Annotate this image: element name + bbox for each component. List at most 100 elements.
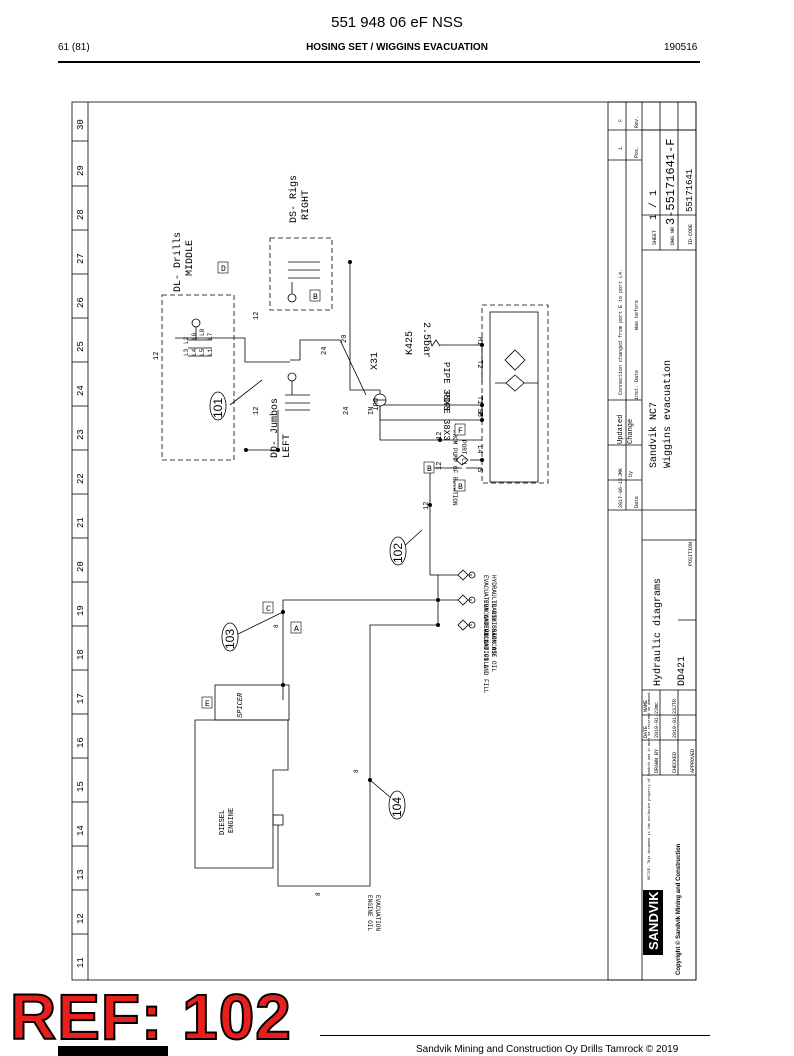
ruler-number: 24 — [76, 385, 86, 396]
hose-size-label: 12 — [153, 352, 161, 360]
dl-drills-box — [161, 294, 235, 461]
trans-oil-label: TRANSMISSION OIL — [490, 600, 497, 658]
ruler-number: 20 — [76, 561, 86, 572]
port-l4-label: L4 — [475, 445, 483, 453]
hose-size-label: 12 — [253, 407, 261, 415]
ruler-number: 11 — [76, 957, 86, 968]
document-date: 190516 — [664, 42, 698, 53]
hose-size-label: 24 — [343, 407, 351, 415]
pos-head: Pos. — [634, 146, 640, 158]
tag-b: B — [427, 465, 432, 474]
engine-oil-evac-label: EVACUATION — [374, 895, 381, 931]
port-label: L8 — [199, 328, 206, 336]
hose-size-label: 8 — [353, 769, 360, 773]
hose-size-label: 12 — [436, 432, 444, 440]
port-t2-label: T2 — [475, 360, 483, 368]
id-code: 55171641 — [685, 169, 695, 212]
diesel-engine-outline — [194, 719, 289, 869]
dwg-label: DWG NR — [670, 227, 676, 245]
tag-c: C — [266, 605, 271, 614]
pipe-label: PIPE 38X3 — [441, 362, 451, 411]
footer-logo — [58, 1046, 168, 1056]
port-m1-label: M1 — [475, 337, 483, 345]
revision-description: Updated — [617, 415, 625, 444]
drawn-name: mc — [654, 702, 660, 708]
left-label: LEFT — [282, 434, 293, 458]
port-label: L4 — [191, 348, 198, 356]
page-title: HOSING SET / WIGGINS EVACUATION — [306, 42, 488, 53]
port-label: L1 — [207, 348, 214, 356]
from-pump-label: FROM PUMP OF ROTATION — [451, 430, 458, 506]
position-label: POSITION — [688, 542, 694, 566]
x31-label: X31 — [370, 352, 381, 370]
copyright-text: Copyright © Sandvik Mining and Construct… — [675, 843, 682, 975]
sandvik-logo: SANDVIK — [646, 891, 661, 950]
rev-head: Rev. — [634, 116, 640, 128]
callout-104: 104 — [390, 797, 404, 817]
ruler-number: 27 — [76, 253, 86, 264]
ds-rigs-label: DS- Rigs — [288, 175, 300, 223]
callout-103: 103 — [223, 629, 237, 649]
diesel-label: DIESEL — [219, 810, 227, 835]
page-number: 61 (81) — [58, 42, 90, 53]
drawn-date: 2019-01-23 — [654, 708, 660, 738]
hyd-oil-label: HYDRAULIC OIL — [490, 575, 497, 622]
sheet-label: SHEET — [652, 230, 658, 245]
port-t1s5-label: T1 S5 — [475, 396, 483, 417]
ref-watermark: REF: 102 — [9, 981, 292, 1053]
port-l1-label: PORT L1 — [460, 440, 467, 466]
crank-evac-label: EVACUATION AND FILL — [482, 625, 489, 694]
ruler-number: 22 — [76, 473, 86, 484]
ruler-number: 13 — [76, 869, 86, 880]
by-head: by — [628, 471, 634, 477]
hose-104 — [277, 624, 438, 887]
checked-label: CHECKED — [672, 752, 678, 773]
checked-name: JTR — [672, 699, 678, 708]
port-s-label: S — [475, 468, 483, 472]
port-label: L6 — [191, 332, 198, 340]
pipe-label-2: PIPE 38X3 — [441, 392, 451, 441]
footer-text: Sandvik Mining and Construction Oy Drill… — [416, 1044, 679, 1055]
ruler-ticks — [72, 140, 88, 935]
revision-date: 2017-06-15 — [618, 478, 624, 508]
hose-size-label: 8 — [315, 892, 322, 896]
footer-rule — [320, 1035, 710, 1036]
drawing-number: 3-55171641-F — [664, 139, 678, 225]
change-note: Connection changed from port E to port L… — [618, 269, 624, 395]
title-block-frame — [607, 101, 697, 981]
hose-103 — [282, 599, 438, 700]
inst-date-head: inst. Date — [634, 370, 640, 400]
diagram-title: Hydraulic diagrams — [652, 578, 664, 686]
middle-label: MIDDLE — [185, 240, 196, 276]
was-before-head: Was before — [634, 300, 640, 330]
ruler-number: 17 — [76, 693, 86, 704]
hose-102 — [429, 467, 462, 575]
rev-value: F — [618, 119, 624, 122]
tag-d: D — [221, 265, 226, 274]
ruler-number: 21 — [76, 517, 86, 528]
port-label: L5 — [199, 348, 206, 356]
dd-jumbos-label: DD- Jumbos — [269, 398, 281, 458]
machine-name: Sandvik NC7 — [648, 402, 660, 468]
valve-block-inner — [489, 311, 539, 483]
ruler-number: 15 — [76, 781, 86, 792]
header-rule — [58, 61, 700, 63]
pos-value: 1 — [618, 147, 624, 150]
ruler-number: 28 — [76, 209, 86, 220]
sheet-number: 1 / 1 — [648, 190, 660, 220]
ruler-numbers: 11 12 13 14 15 16 17 18 19 20 21 22 23 2… — [76, 119, 86, 968]
checked-date: 2019-01-23 — [672, 708, 678, 738]
hose-size-label: 12 — [253, 312, 261, 320]
ruler-number: 14 — [76, 825, 86, 836]
hose-size-label: 12 — [423, 502, 431, 510]
ruler-number: 23 — [76, 429, 86, 440]
date-head: DATE — [643, 726, 649, 738]
ruler-number: 26 — [76, 297, 86, 308]
ruler-number: 29 — [76, 165, 86, 176]
port-label: L2 — [183, 336, 190, 344]
valve-block-box — [481, 304, 549, 484]
spicer-label: SPICER — [237, 692, 245, 718]
k425-label: K425 — [405, 331, 416, 355]
out-label: OUT — [370, 398, 378, 411]
